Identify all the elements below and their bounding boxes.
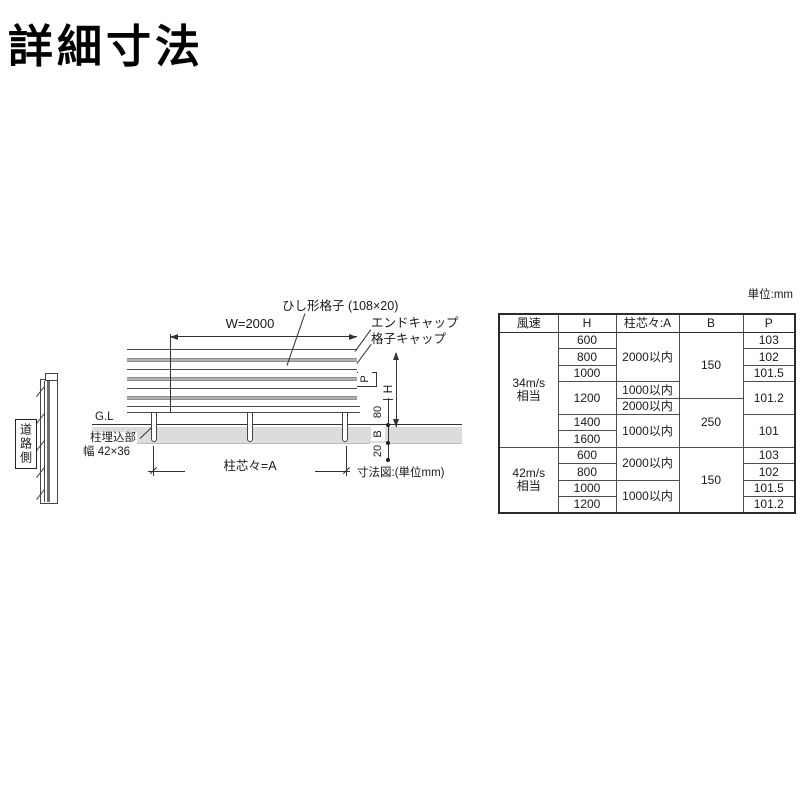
side-slat-edge-stripe <box>46 381 50 502</box>
arrow-down-icon <box>393 419 399 427</box>
cell-34-h1200: 1200 <box>557 381 617 415</box>
slat-line <box>127 368 357 370</box>
height-dim-line <box>395 353 397 427</box>
cell-42-h800: 800 <box>557 463 617 481</box>
cell-34-b-250: 250 <box>678 397 744 448</box>
page-title: 詳細寸法 <box>8 21 205 72</box>
side-post-cap <box>45 373 58 381</box>
cell-34-a-600-1000: 2000以内 <box>615 331 680 383</box>
cell-34-b-150: 150 <box>678 332 744 399</box>
cell-34-p600: 103 <box>742 331 796 350</box>
bottom-rail <box>127 406 360 413</box>
cell-34-h800: 800 <box>557 348 617 366</box>
tick-line <box>387 398 389 461</box>
table-row: 800 102 <box>499 463 796 481</box>
slat-line <box>127 349 357 351</box>
cell-42-p1200: 101.2 <box>742 495 796 514</box>
bottom-gap-dim-label: 80 <box>370 404 386 420</box>
table-row: 1000 1000以内 101.5 <box>499 479 796 514</box>
cell-34-a-1400-1600: 1000以内 <box>615 413 680 448</box>
lattice-cap-callout: 格子キャップ <box>371 332 447 346</box>
arrow-up-icon <box>393 352 399 360</box>
figure-note: 寸法図:(単位mm) <box>357 467 445 479</box>
height-dim-label: H <box>381 382 395 396</box>
slat-line <box>127 387 357 389</box>
table-row: 42m/s 相当 600 2000以内 150 103 <box>498 446 796 514</box>
wind-34-line1: 34m/s <box>512 376 546 391</box>
post <box>342 412 348 442</box>
cell-42-h600: 600 <box>557 446 617 465</box>
slat-bar <box>127 395 357 400</box>
tick-dot <box>385 457 390 462</box>
cell-42-a-600-800: 2000以内 <box>615 446 680 481</box>
end-cap-callout: エンドキャップ <box>371 316 459 330</box>
cell-42-b-150: 150 <box>678 446 744 514</box>
width-dim-label: W=2000 <box>225 316 275 331</box>
header-wind: 風速 <box>498 313 559 333</box>
table-row: 2000以内 250 <box>499 397 795 448</box>
table-row: 1200 101.2 <box>499 495 796 514</box>
post-embed-label-line1: 柱埋込部 <box>89 432 137 446</box>
width-extension-line <box>169 334 171 412</box>
cell-34-p800: 102 <box>742 348 796 366</box>
header-h: H <box>557 313 617 333</box>
cell-42-a-1000-1200: 1000以内 <box>615 479 680 514</box>
table-row: 1400 1000以内 101 <box>499 413 796 448</box>
cell-wind-34: 34m/s 相当 <box>498 332 559 448</box>
post-pitch-label: 柱芯々=A <box>185 459 315 474</box>
cell-42-p600: 103 <box>742 446 796 465</box>
cell-34-p1200: 101.2 <box>742 381 796 415</box>
side-inner-line <box>44 381 46 502</box>
ground-band <box>92 426 462 444</box>
cell-34-h600: 600 <box>557 331 617 350</box>
tick-dot <box>385 422 390 427</box>
tick-dot <box>385 440 390 445</box>
header-a: 柱芯々:A <box>615 313 680 333</box>
wind-34-line2: 相当 <box>516 388 541 403</box>
a-extension-left <box>152 446 154 476</box>
slat-bar <box>127 376 357 381</box>
under-dim-label: 20 <box>370 443 386 459</box>
cell-34-h1400: 1400 <box>557 413 617 432</box>
table-row: 1200 1000以内 101.2 <box>499 381 796 415</box>
arrow-right-icon <box>349 333 357 340</box>
embed-dim-label: B <box>371 427 385 441</box>
cell-34-a-1200-first: 1000以内 <box>615 381 680 399</box>
cell-34-p1000: 101.5 <box>742 364 796 383</box>
pitch-bracket-line <box>376 372 377 387</box>
cell-wind-42: 42m/s 相当 <box>498 446 559 514</box>
pitch-tick-bottom <box>357 386 377 387</box>
pitch-dim-label: P <box>358 372 372 386</box>
spec-table: 風速 H 柱芯々:A B P 34m/s 相当 600 2000以内 150 1… <box>498 313 796 515</box>
slat-bar <box>127 357 357 362</box>
header-b: B <box>678 313 744 333</box>
cell-34-h1000: 1000 <box>557 364 617 383</box>
cell-34-p1400-1600: 101 <box>742 413 796 448</box>
cell-42-h1000: 1000 <box>557 479 617 497</box>
cell-34-a-1200-second: 2000以内 <box>615 397 680 415</box>
table-row: 1000 101.5 <box>499 364 796 383</box>
cell-42-p800: 102 <box>742 463 796 481</box>
table-row: 800 102 <box>499 348 796 366</box>
post <box>246 412 253 442</box>
header-p: P <box>742 313 796 333</box>
wind-42-line1: 42m/s <box>512 466 546 481</box>
cell-42-h1200: 1200 <box>557 495 617 514</box>
lattice-callout: ひし形格子 (108×20) <box>282 299 399 313</box>
table-header-row: 風速 H 柱芯々:A B P <box>498 313 796 333</box>
ground-level-label: G.L <box>95 411 114 423</box>
ground-level-line <box>92 424 462 426</box>
table-unit-note: 単位:mm <box>747 289 793 301</box>
table-row: 34m/s 相当 600 2000以内 150 103 <box>498 331 796 448</box>
arrow-left-icon <box>170 333 178 340</box>
cell-42-p1000: 101.5 <box>742 479 796 497</box>
road-side-label: 道路側 <box>15 419 37 469</box>
a-extension-right <box>345 446 347 476</box>
cell-34-h1600: 1600 <box>557 430 617 448</box>
wind-42-line2: 相当 <box>516 479 541 494</box>
width-dim-line <box>170 336 357 338</box>
post-embed-label-line2: 幅 42×36 <box>82 446 131 460</box>
